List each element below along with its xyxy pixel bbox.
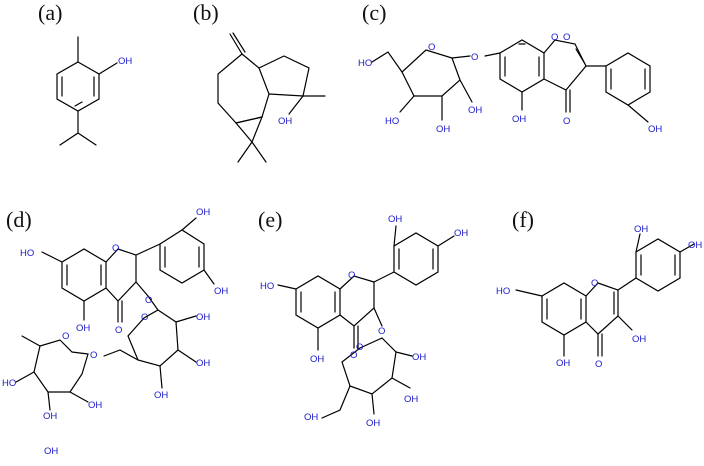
panel-a-label: (a) xyxy=(38,0,62,25)
structure-d-atoms: OH OH HO O O OH O OH O O OH O OH HO OH O… xyxy=(2,207,228,457)
atom-label: OH xyxy=(366,418,380,429)
atom-label: OH xyxy=(412,352,426,363)
atom-label: O xyxy=(90,350,97,361)
panel-d-label: (d) xyxy=(6,207,32,232)
atom-label: OH xyxy=(688,240,702,251)
atom-label: OH xyxy=(310,354,324,365)
atom-label: OH xyxy=(154,390,168,401)
panel-f: (f) OH OH HO O OH OH O xyxy=(496,207,702,370)
atom-label: OH xyxy=(634,224,648,235)
atom-label: OH xyxy=(404,394,418,405)
atom-label: OH xyxy=(648,124,662,135)
atom-label: O xyxy=(428,42,435,53)
structure-e-atoms: OH OH HO O O OH O O OH OH OH OH xyxy=(260,214,468,429)
atom-label: OH xyxy=(43,411,57,422)
panel-b-label: (b) xyxy=(193,0,219,25)
atom-label: OH xyxy=(76,323,90,334)
structure-e-bonds xyxy=(277,225,455,419)
atom-label: OH xyxy=(214,286,228,297)
structure-c-atoms: HO O O O HO OH OH OH O O OH xyxy=(358,32,662,135)
atom-label: O xyxy=(141,312,148,323)
atom-label: OH xyxy=(388,214,402,225)
atom-label: OH xyxy=(436,124,450,135)
structure-c-bonds xyxy=(371,39,651,123)
atom-label: O xyxy=(348,270,355,281)
atom-label: HO xyxy=(385,116,399,127)
atom-label: HO xyxy=(358,58,372,69)
structure-a-bonds xyxy=(56,36,118,146)
structure-f-atoms: OH OH HO O OH OH O xyxy=(496,224,702,370)
atom-label: HO xyxy=(2,378,16,389)
atom-label: O xyxy=(356,342,363,353)
atom-label: OH xyxy=(556,358,570,369)
atom-label: OH xyxy=(88,400,102,411)
atom-label: O xyxy=(115,325,122,336)
panel-c: (c) HO O O O xyxy=(358,0,662,135)
atom-label: O xyxy=(563,32,570,43)
atom-label: OH xyxy=(512,114,526,125)
panel-a: (a) OH xyxy=(38,0,132,146)
atom-label: OH xyxy=(44,446,58,457)
atom-label: O xyxy=(591,278,598,289)
panel-b: (b) OH xyxy=(193,0,326,163)
atom-label: O xyxy=(563,116,570,127)
structure-d-bonds xyxy=(15,217,215,411)
atom-label: O xyxy=(471,52,478,63)
atom-label: OH xyxy=(278,116,292,127)
structure-b-bonds xyxy=(217,32,326,163)
atom-label: OH xyxy=(196,312,210,323)
structure-f-bonds xyxy=(515,233,695,357)
atom-label: OH xyxy=(632,334,646,345)
atom-label: O xyxy=(145,295,152,306)
panel-c-label: (c) xyxy=(362,0,386,25)
panel-f-label: (f) xyxy=(512,207,534,232)
atom-label: OH xyxy=(196,358,210,369)
atom-label: OH xyxy=(304,412,318,423)
atom-label: O xyxy=(62,331,69,342)
atom-label: OH xyxy=(468,105,482,116)
panel-e-label: (e) xyxy=(258,207,282,232)
atom-label: OH xyxy=(196,207,210,218)
atom-label: HO xyxy=(496,286,510,297)
panel-e: (e) OH OH HO O O OH xyxy=(258,207,468,429)
atom-label: O xyxy=(551,32,558,43)
panel-d: (d) OH OH xyxy=(2,207,228,457)
atom-label: O xyxy=(350,350,357,361)
atom-label: OH xyxy=(118,56,132,67)
atom-label: HO xyxy=(260,281,274,292)
atom-label: O xyxy=(378,326,385,337)
atom-label: HO xyxy=(20,248,34,259)
atom-label: O xyxy=(595,359,602,370)
atom-label: OH xyxy=(454,228,468,239)
atom-label: O xyxy=(112,243,119,254)
